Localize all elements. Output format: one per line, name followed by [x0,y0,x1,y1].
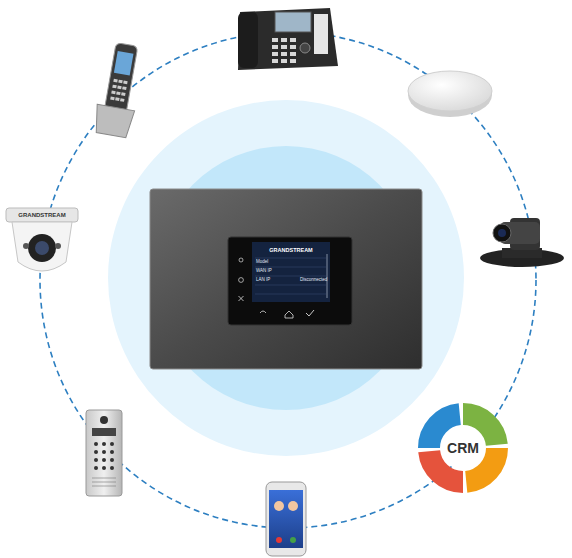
desk-phone [238,8,338,70]
door-intercom [86,410,122,496]
device-label: WAN IP [256,269,272,274]
crm-label: CRM [447,440,479,456]
device-label: GRANDSTREAM [18,212,65,218]
device-label: LAN IP [256,278,270,283]
dome-camera [6,208,78,271]
crm-wheel [429,414,497,482]
device-label: Model [256,260,268,265]
ptz-camera [480,218,564,267]
smartphone [266,482,306,556]
crm-circle: CRM [443,428,483,468]
device-label: GRANDSTREAM [269,248,312,254]
device-label: Disconnected [300,278,327,283]
ceiling-microphone [408,71,492,117]
cordless-phone [92,41,145,138]
